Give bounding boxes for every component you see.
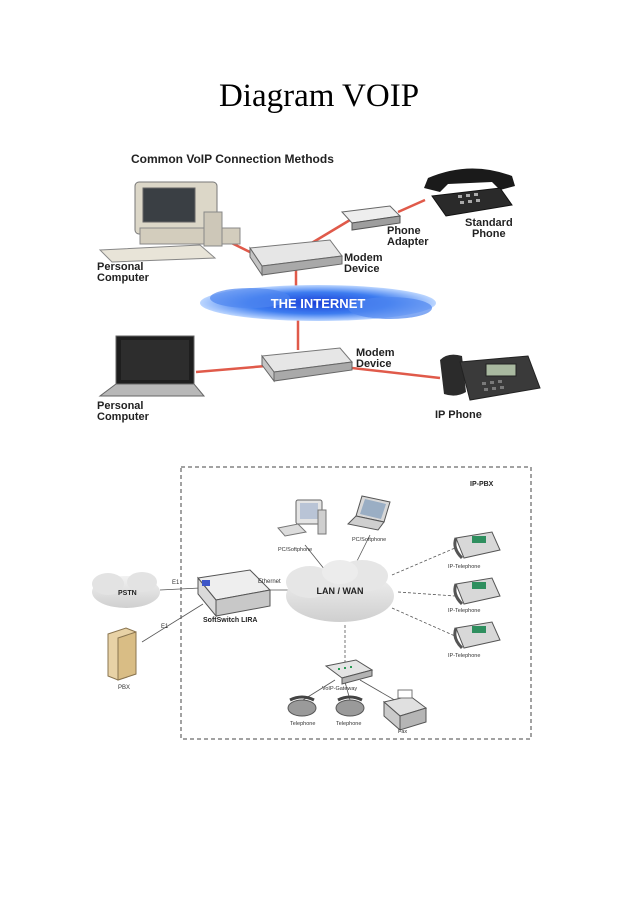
laptop-computer-icon	[98, 335, 206, 397]
pc-softphone-1-label: PC/Softphone	[278, 547, 312, 553]
telephone-1-label: Telephone	[290, 721, 315, 727]
internet-cloud-icon	[200, 285, 436, 321]
ippbx-boundary	[180, 466, 532, 740]
diagram-voip-connection-methods: Common VoIP Connection Methods Personal …	[97, 152, 541, 423]
e1-bottom-label: E1	[161, 624, 169, 630]
ippbx-label: IP-PBX	[470, 481, 494, 488]
pc-softphone-2-label: PC/Softphone	[352, 537, 386, 543]
phone-adapter-label-1: Phone	[387, 225, 421, 237]
e1-top-label: E1	[172, 580, 180, 586]
modem-device-top-icon	[249, 239, 343, 277]
internet-label: THE INTERNET	[271, 296, 366, 311]
phone-adapter-label-2: Adapter	[387, 236, 429, 248]
standard-phone-label-2: Phone	[472, 228, 506, 240]
softswitch-icon	[197, 569, 272, 618]
ip-telephone-2-label: IP-Telephone	[448, 608, 480, 614]
ip-telephone-3-icon	[453, 621, 501, 650]
standard-phone-icon	[424, 168, 515, 217]
diagram1-title: Common VoIP Connection Methods	[131, 152, 334, 166]
pstn-label: PSTN	[118, 590, 137, 597]
personal-computer-top-icon	[98, 181, 241, 263]
voip-gateway-icon	[324, 659, 374, 685]
modem-top-label-1: Modem	[344, 252, 383, 264]
ip-phone-label: IP Phone	[435, 409, 482, 421]
lan-wan-label: LAN / WAN	[317, 586, 364, 596]
fax-label: Fax	[398, 729, 407, 735]
ethernet-label: Ethernet	[258, 579, 281, 585]
standard-phone-label-1: Standard	[465, 217, 513, 229]
ip-telephone-1-label: IP-Telephone	[448, 564, 480, 570]
ip-phone-icon	[440, 354, 541, 401]
pc-top-label-1: Personal	[97, 261, 143, 273]
telephone-2-label: Telephone	[336, 721, 361, 727]
modem-bottom-label-1: Modem	[356, 347, 395, 359]
network-links	[141, 534, 456, 703]
page-title: Diagram VOIP	[218, 78, 420, 114]
ip-telephone-3-label: IP-Telephone	[448, 653, 480, 659]
pc-top-label-2: Computer	[97, 272, 150, 284]
pc-softphone-1-icon	[277, 499, 327, 537]
pc-bottom-label-2: Computer	[97, 411, 150, 423]
ip-telephone-1-icon	[453, 531, 501, 560]
pc-softphone-2-icon	[346, 495, 391, 531]
phone-adapter-icon	[340, 205, 402, 231]
voip-gateway-label: VoIP-Gateway	[322, 686, 357, 692]
modem-device-bottom-icon	[261, 347, 353, 383]
pc-bottom-label-1: Personal	[97, 400, 143, 412]
pbx-icon	[107, 627, 137, 681]
modem-bottom-label-2: Device	[356, 358, 391, 370]
telephone-2-icon	[335, 695, 365, 717]
telephone-1-icon	[287, 695, 317, 717]
pbx-label: PBX	[118, 685, 130, 691]
pstn-cloud-icon	[92, 572, 160, 608]
modem-top-label-2: Device	[344, 263, 379, 275]
lan-wan-cloud-icon	[286, 560, 394, 622]
ip-telephone-2-icon	[453, 577, 501, 606]
diagram-ip-pbx: IP-PBX PSTN E1 E1	[92, 466, 532, 740]
softswitch-label: SoftSwitch LIRA	[203, 617, 257, 624]
fax-icon	[382, 689, 428, 732]
